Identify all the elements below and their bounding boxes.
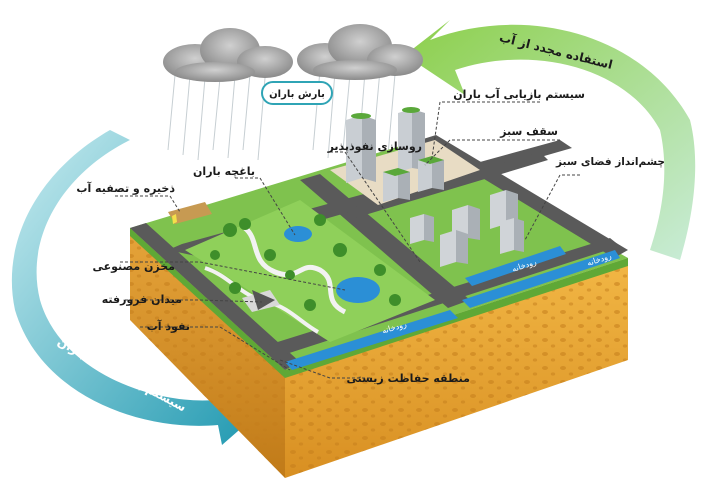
- landscape-buildings: [410, 190, 524, 267]
- label-sunken-square: میدان فرورفته: [102, 293, 182, 306]
- cloud-left: [163, 28, 293, 82]
- label-artificial-reservoir: مخزن مصنوعی: [93, 260, 175, 273]
- river-right: [462, 250, 620, 308]
- road-left-edge: [130, 223, 300, 370]
- tower-1: [346, 113, 376, 183]
- label-rainwater-harvest-system: سیستم بازیابی آب باران: [453, 87, 585, 101]
- storage-tank: [168, 202, 212, 224]
- rain-label: بارش باران: [269, 89, 325, 100]
- rivers: رودخانه رودخانه رودخانه: [285, 246, 620, 370]
- reservoir-pond: [336, 277, 380, 303]
- buildings: [330, 107, 524, 267]
- leader-lines: [115, 101, 580, 379]
- label-green-landscape: چشم‌انداز فضای سبز: [555, 156, 665, 168]
- label-ecological-protection-zone: منطقه حفاظت زیستی: [346, 372, 470, 385]
- river-mid: [465, 246, 566, 286]
- river-front: [285, 310, 458, 370]
- road-upper-right: [345, 152, 548, 218]
- rain-clouds: بارش باران: [163, 24, 423, 161]
- rain-garden-pond: [284, 226, 312, 242]
- trees: [210, 214, 401, 311]
- soil-block: [130, 228, 628, 478]
- cloud-right: [297, 24, 423, 80]
- callout-labels: سیستم بازیابی آب باران سقف سبز چشم‌انداز…: [76, 87, 665, 385]
- label-green-roof: سقف سبز: [499, 125, 558, 138]
- label-permeable-paving: روسازی نفوذپذیر: [327, 140, 422, 153]
- label-rain-garden: باغچه باران: [193, 165, 255, 178]
- label-storage-treatment: ذخیره و تصفیه آب: [76, 181, 175, 195]
- label-water-infiltration: نفوذ آب: [147, 319, 190, 333]
- rain-label-box: بارش باران: [261, 81, 333, 105]
- park-area: [168, 200, 435, 342]
- tower-2: [398, 107, 425, 172]
- green-roof-building: [383, 156, 444, 202]
